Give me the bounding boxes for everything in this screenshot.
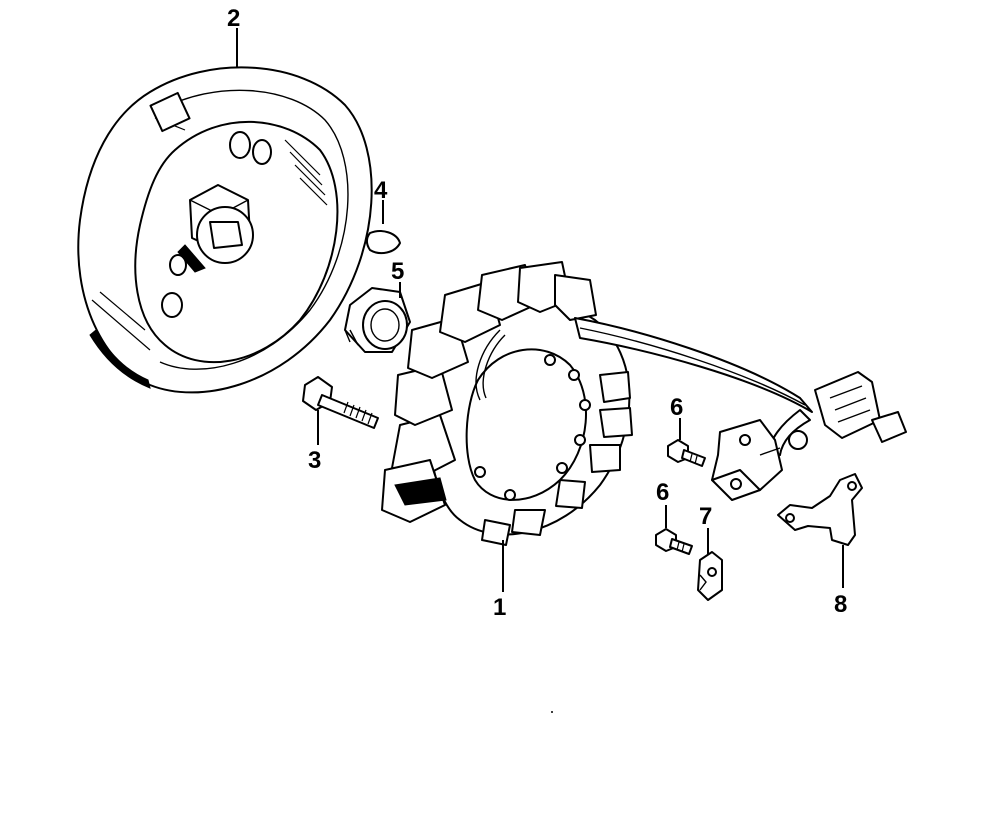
pulse-generator <box>711 419 783 501</box>
flange-nut <box>344 287 411 353</box>
stator <box>381 261 633 546</box>
small-bolt-upper <box>667 439 706 467</box>
callout-3: 3 <box>308 447 321 474</box>
callout-7: 7 <box>699 503 712 530</box>
wire-clamp <box>697 551 723 601</box>
callout-5: 5 <box>391 258 404 285</box>
callout-1: 1 <box>493 594 506 621</box>
woodruff-key <box>366 230 401 255</box>
callout-2: 2 <box>227 5 240 32</box>
small-bolt-lower <box>655 528 693 555</box>
bracket <box>777 473 863 546</box>
flywheel-rotor <box>77 66 373 394</box>
callout-6-lower: 6 <box>656 479 669 506</box>
callout-4: 4 <box>374 177 388 204</box>
callout-6-upper: 6 <box>670 394 683 421</box>
stray-dot <box>551 711 553 713</box>
wire-harness <box>574 317 907 456</box>
bolt <box>302 376 379 429</box>
callout-8: 8 <box>834 591 847 618</box>
